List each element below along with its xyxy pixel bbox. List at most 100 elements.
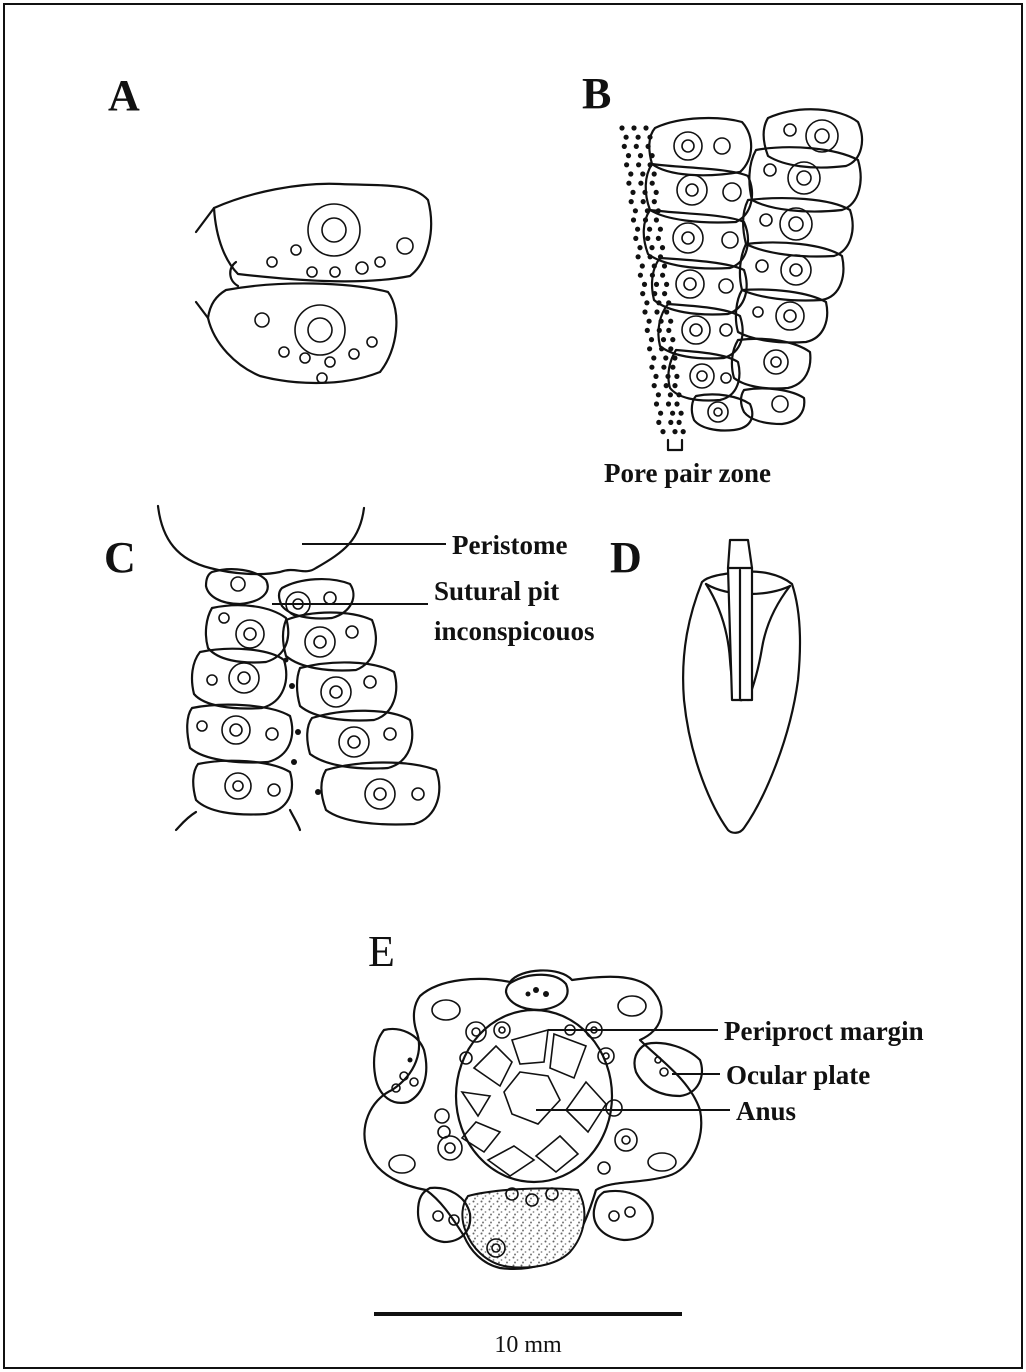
pore-dot bbox=[653, 374, 658, 379]
pore-dot bbox=[654, 282, 659, 287]
pore-dot bbox=[638, 153, 643, 158]
pore-dot bbox=[661, 365, 666, 370]
pore-dot bbox=[652, 291, 657, 296]
pore-dot bbox=[681, 429, 686, 434]
pore-dot bbox=[654, 217, 659, 222]
pore-dot bbox=[647, 227, 652, 232]
panel-c-tubercles bbox=[197, 577, 424, 809]
panel-c-plates bbox=[176, 569, 439, 830]
pore-dot bbox=[641, 199, 646, 204]
pore-dot bbox=[649, 365, 654, 370]
pore-dot bbox=[672, 383, 677, 388]
pore-dot bbox=[638, 273, 643, 278]
pore-pair-zone-label: Pore pair zone bbox=[604, 458, 771, 488]
panel-a-plates bbox=[196, 184, 431, 383]
pore-dot bbox=[658, 411, 663, 416]
pore-dot bbox=[668, 319, 673, 324]
pore-dot bbox=[643, 125, 648, 130]
peristome-label: Peristome bbox=[452, 530, 567, 560]
periproct-plates bbox=[462, 1030, 606, 1176]
pore-dot bbox=[656, 420, 661, 425]
pore-dot bbox=[661, 337, 666, 342]
pore-dot bbox=[672, 355, 677, 360]
pore-dot bbox=[637, 245, 642, 250]
pore-dot bbox=[657, 328, 662, 333]
pore-dot bbox=[635, 227, 640, 232]
pore-dot bbox=[644, 300, 649, 305]
pore-pair-zone-bracket bbox=[668, 440, 682, 450]
pore-dot bbox=[628, 171, 633, 176]
pore-dot bbox=[672, 429, 677, 434]
panel-c-letter: C bbox=[104, 533, 136, 582]
anus-label: Anus bbox=[736, 1096, 796, 1126]
panel-b: B bbox=[582, 69, 862, 488]
scale-bar: 10 mm bbox=[374, 1314, 682, 1358]
pore-dot bbox=[660, 245, 665, 250]
pore-dot bbox=[649, 337, 654, 342]
pore-dot bbox=[626, 181, 631, 186]
pore-dot bbox=[677, 420, 682, 425]
pore-dot bbox=[663, 355, 668, 360]
pore-dot bbox=[676, 392, 681, 397]
pore-dot bbox=[643, 217, 648, 222]
pore-dot bbox=[654, 401, 659, 406]
panel-e-letter: E bbox=[368, 927, 395, 976]
pore-dot bbox=[668, 392, 673, 397]
pore-dot bbox=[668, 420, 673, 425]
madreporite bbox=[462, 1188, 584, 1267]
panel-d-letter: D bbox=[610, 533, 642, 582]
pore-dot bbox=[670, 337, 675, 342]
pore-dot bbox=[662, 291, 667, 296]
pore-dot bbox=[650, 181, 655, 186]
pore-dot bbox=[654, 309, 659, 314]
pore-dot bbox=[652, 263, 657, 268]
pore-dot bbox=[646, 144, 651, 149]
panel-b-letter: B bbox=[582, 69, 611, 118]
pore-dot bbox=[666, 328, 671, 333]
pore-dot bbox=[652, 171, 657, 176]
pore-dot bbox=[666, 300, 671, 305]
scale-bar-label: 10 mm bbox=[494, 1332, 562, 1358]
peristome-outline bbox=[158, 506, 364, 574]
pore-dot bbox=[668, 346, 673, 351]
pore-dot bbox=[647, 135, 652, 140]
pore-dot bbox=[622, 144, 627, 149]
pore-dot bbox=[624, 135, 629, 140]
apical-disc bbox=[364, 970, 702, 1268]
pore-dot bbox=[664, 309, 669, 314]
figure-border bbox=[4, 4, 1022, 1368]
panel-a-letter: A bbox=[108, 71, 140, 120]
panel-b-tubercles bbox=[673, 120, 838, 422]
pore-dot bbox=[665, 374, 670, 379]
pore-dot bbox=[631, 125, 636, 130]
pore-dot bbox=[630, 190, 635, 195]
panel-c: C bbox=[104, 506, 595, 830]
pore-dot bbox=[674, 374, 679, 379]
pore-dot bbox=[666, 401, 671, 406]
pore-dot bbox=[640, 263, 645, 268]
panel-a: A bbox=[108, 71, 431, 383]
pore-dot bbox=[642, 190, 647, 195]
periproct-margin-label: Periproct margin bbox=[724, 1016, 924, 1046]
pore-dot bbox=[648, 162, 653, 167]
pore-dot bbox=[662, 263, 667, 268]
pore-dot bbox=[660, 273, 665, 278]
pore-dot bbox=[647, 319, 652, 324]
pore-dot bbox=[619, 125, 624, 130]
pore-dot bbox=[659, 346, 664, 351]
pore-dot bbox=[645, 236, 650, 241]
pore-dot bbox=[649, 245, 654, 250]
pore-dot bbox=[650, 273, 655, 278]
pore-dot bbox=[670, 411, 675, 416]
pore-dot bbox=[634, 144, 639, 149]
pore-dot bbox=[654, 190, 659, 195]
pore-dot bbox=[679, 411, 684, 416]
pore-dot bbox=[624, 162, 629, 167]
pore-dot bbox=[650, 153, 655, 158]
pore-dot bbox=[631, 217, 636, 222]
pore-dot bbox=[629, 199, 634, 204]
pore-dot bbox=[636, 254, 641, 259]
pore-dot bbox=[645, 208, 650, 213]
ocular-plate-label: Ocular plate bbox=[726, 1060, 870, 1090]
